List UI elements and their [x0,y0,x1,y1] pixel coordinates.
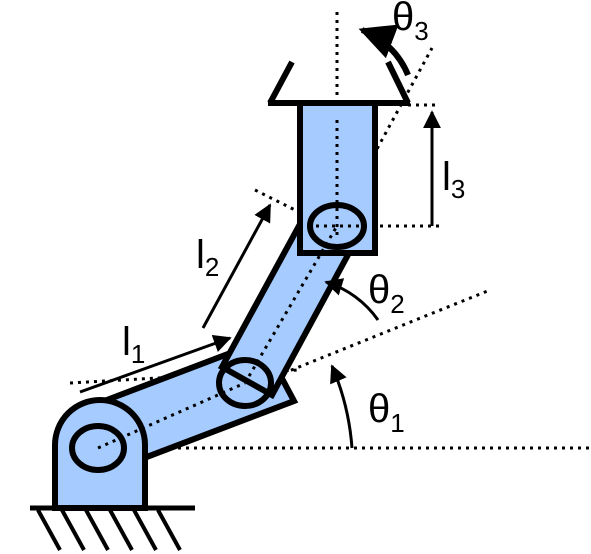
l2-extent-top [254,188,316,222]
link1-extension [97,288,491,450]
theta2-arc [324,278,380,321]
theta1-arc [330,364,354,449]
label-l2: l2 [196,233,219,282]
l1-arrow [79,335,232,394]
label-l1: l1 [122,320,145,369]
base-housing [52,397,148,511]
dimension-arrows [79,110,441,394]
joint1 [69,423,127,473]
theta3-arc [358,24,411,77]
ground-hatch [36,509,182,551]
angle-arcs [324,24,411,449]
label-l3: l3 [442,155,465,204]
ground [30,505,195,551]
joint2 [216,357,274,409]
label-theta1: θ1 [368,387,405,438]
joint-axis-overlay [97,120,375,450]
label-theta3: θ3 [392,0,429,46]
gripper [267,60,411,106]
l2-arrow [201,203,272,329]
label-theta2: θ2 [368,268,405,319]
